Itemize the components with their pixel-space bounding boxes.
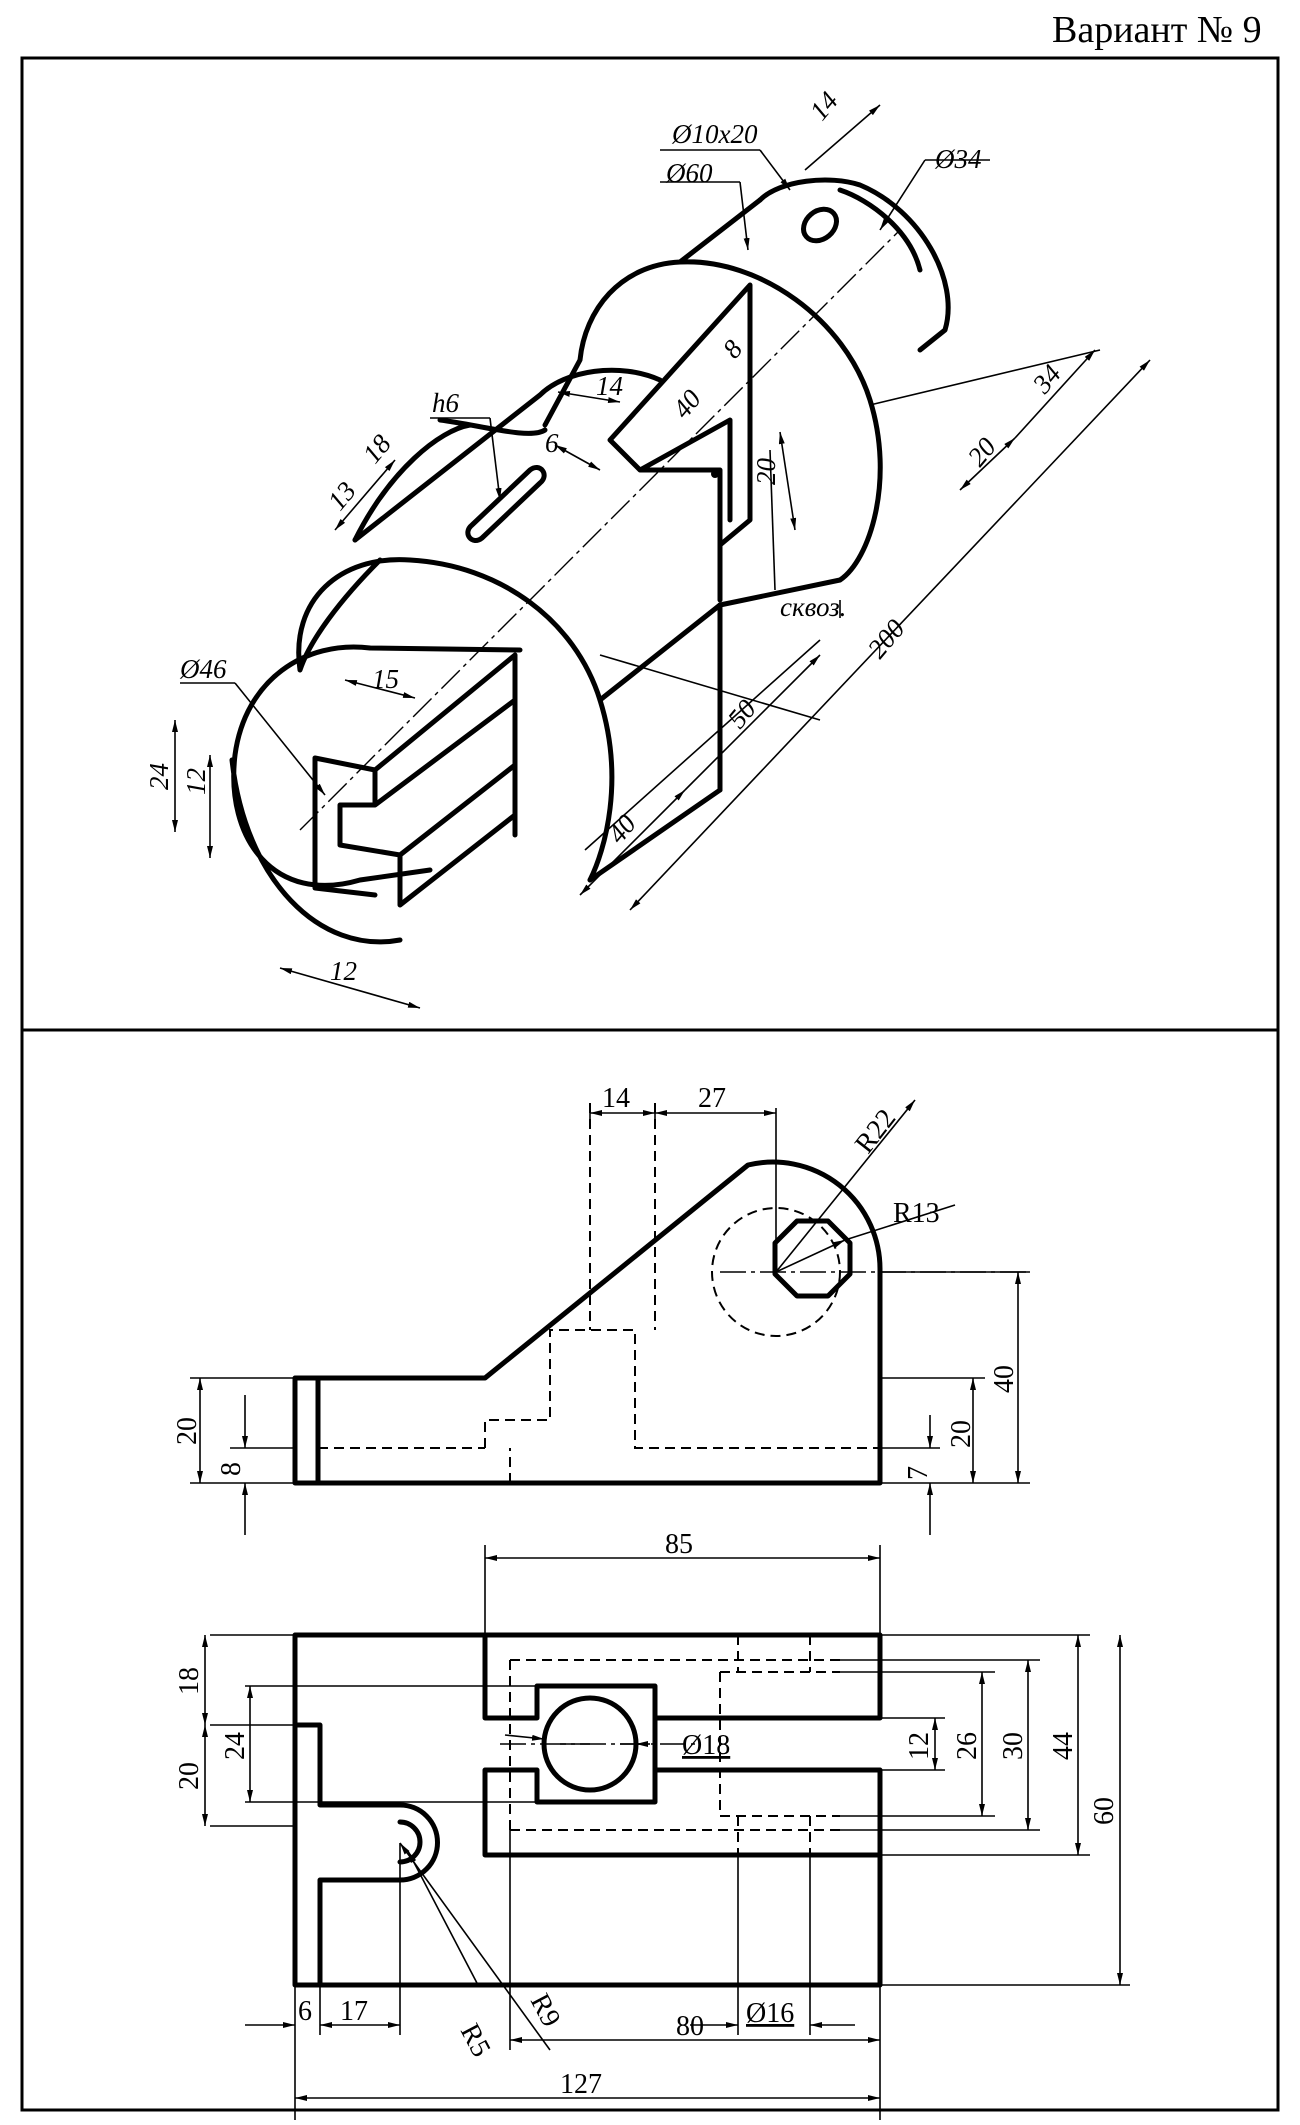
iso-14-top: 14 xyxy=(804,86,844,126)
top-80: 80 xyxy=(676,2011,704,2042)
top-24: 24 xyxy=(220,1732,251,1760)
top-12: 12 xyxy=(904,1732,935,1760)
top-60: 60 xyxy=(1089,1797,1120,1825)
front-40: 40 xyxy=(989,1365,1020,1393)
front-8: 8 xyxy=(216,1462,247,1476)
front-r13-shelf xyxy=(844,1204,956,1241)
top-view: 85 18 20 24 Ø18 12 26 30 44 60 6 17 R5 R… xyxy=(174,1529,1130,2120)
top-127: 127 xyxy=(560,2069,602,2100)
front-27: 27 xyxy=(698,1083,726,1114)
front-r13-leader xyxy=(775,1239,846,1273)
front-r22: R22 xyxy=(849,1103,902,1159)
top-hidden-lines xyxy=(509,1635,840,1855)
top-r9: R9 xyxy=(524,1989,567,2032)
iso-body-lines xyxy=(352,367,723,883)
iso-14-slot: 14 xyxy=(596,371,623,401)
front-hidden-lines xyxy=(318,1103,880,1483)
iso-front-cylinder xyxy=(229,644,523,945)
iso-24: 24 xyxy=(144,763,174,790)
iso-rear-cylinder xyxy=(757,177,951,353)
front-14: 14 xyxy=(602,1083,630,1114)
top-dimension-lines xyxy=(202,1545,1130,2120)
top-26: 26 xyxy=(952,1732,983,1760)
front-view: 14 27 R22 R13 40 20 7 20 8 xyxy=(172,1083,1030,1535)
top-18: 18 xyxy=(174,1667,205,1695)
iso-through-dot xyxy=(711,470,719,478)
iso-8: 8 xyxy=(717,334,749,364)
front-7: 7 xyxy=(903,1466,934,1480)
iso-d60: Ø60 xyxy=(665,158,713,188)
isometric-view: Ø10x20 Ø60 Ø34 Ø46 h6 сквоз. 14 14 40 8 … xyxy=(144,86,1151,1009)
iso-mid-flange xyxy=(296,557,615,883)
iso-34: 34 xyxy=(1026,359,1067,400)
iso-18: 18 xyxy=(357,429,398,469)
iso-rear-slot xyxy=(607,282,753,603)
iso-dimension-lines xyxy=(172,104,1151,1009)
top-r5: R5 xyxy=(454,2019,497,2062)
top-outline xyxy=(292,1632,883,1988)
iso-rear-flange xyxy=(542,197,883,608)
top-85: 85 xyxy=(665,1529,693,1560)
iso-6: 6 xyxy=(545,428,559,458)
iso-13: 13 xyxy=(322,476,362,516)
front-outline xyxy=(292,1159,883,1486)
top-20: 20 xyxy=(174,1762,205,1790)
top-d18: Ø18 xyxy=(682,1730,730,1761)
front-dimension-lines xyxy=(190,1103,1030,1535)
front-r13: R13 xyxy=(893,1198,940,1229)
top-44: 44 xyxy=(1048,1732,1079,1760)
iso-d10x20: Ø10x20 xyxy=(671,119,758,149)
iso-skvoz: сквоз. xyxy=(780,592,846,622)
top-slot-inner xyxy=(397,1819,423,1865)
iso-front-slot xyxy=(312,652,518,908)
front-r22-leader xyxy=(775,1099,916,1273)
top-6: 6 xyxy=(298,1996,312,2027)
iso-12-b: 12 xyxy=(330,956,357,986)
iso-20-r: 20 xyxy=(962,432,1003,472)
iso-small-hole xyxy=(801,206,839,244)
sheet-frame xyxy=(20,56,1280,2112)
iso-50: 50 xyxy=(722,694,763,734)
front-20-right: 20 xyxy=(946,1420,977,1448)
front-bore xyxy=(772,1218,853,1299)
iso-12-v: 12 xyxy=(181,768,211,795)
top-17: 17 xyxy=(340,1996,368,2027)
iso-d34: Ø34 xyxy=(934,144,982,174)
variant-title: Вариант № 9 xyxy=(1052,9,1262,51)
iso-axis xyxy=(299,229,901,831)
iso-keyway xyxy=(465,465,547,543)
iso-h6: h6 xyxy=(432,388,460,418)
iso-15: 15 xyxy=(372,664,399,694)
front-20-left: 20 xyxy=(172,1417,203,1445)
top-d16: Ø16 xyxy=(746,1998,794,2029)
top-30: 30 xyxy=(998,1732,1029,1760)
iso-d46: Ø46 xyxy=(179,654,227,684)
iso-40: 40 xyxy=(667,384,708,424)
iso-20-v: 20 xyxy=(751,458,781,486)
